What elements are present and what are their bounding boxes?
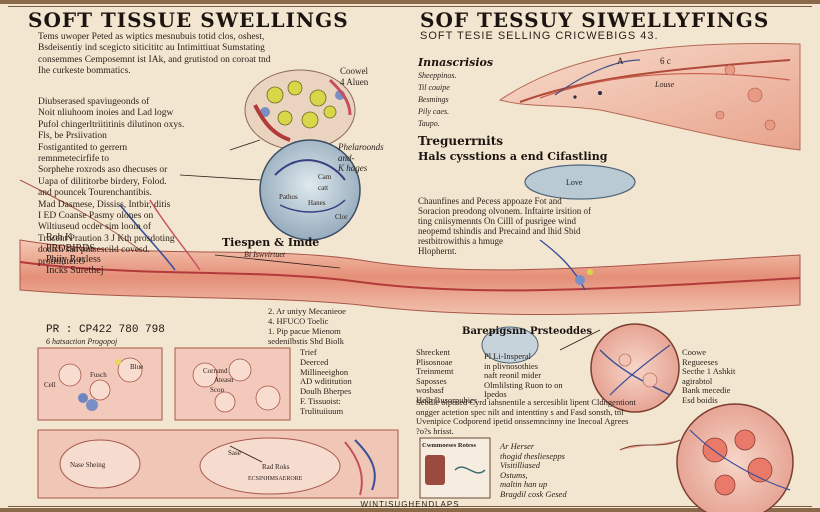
label-phelaroonds: Phelaroonds and- K hages	[338, 142, 384, 173]
pointer-line-2	[179, 174, 261, 181]
left-title: SOFT TISSUE SWELLINGS	[28, 8, 349, 32]
label-louse: Louse	[655, 80, 675, 89]
cell-cluster	[244, 69, 356, 151]
left-vessel	[19, 179, 141, 251]
panel-label-rad: Rad Roks	[262, 463, 290, 471]
flask-shape	[619, 439, 681, 451]
histology-panel-1	[37, 347, 163, 421]
legend-list: Trief Deerced Millineeighon AD wditituti…	[300, 347, 352, 416]
bottom-rule	[8, 506, 812, 507]
pli-text: Pl Li-Insperal in plivnosothies naft reo…	[484, 351, 563, 400]
treguerrnits-heading: Treguerrnits	[418, 134, 503, 148]
panel-label-nase: Nase Sheing	[70, 461, 106, 469]
top-right-tissue	[498, 43, 801, 151]
label-a: A	[617, 56, 624, 66]
pointer-line-4	[559, 329, 601, 351]
panel-label-cotrepb: Corrsmd	[203, 367, 228, 375]
coowe-list: Coowe Regueeses Secthe 1 Ashkit agirabto…	[682, 347, 736, 405]
circle-cross-section	[259, 139, 361, 241]
sheep-list: Sheeppinos. Til couipe Besmings Pily cae…	[418, 71, 457, 128]
blue-ellipse	[481, 326, 539, 364]
love-ellipse	[524, 164, 636, 200]
tissue-band	[19, 199, 801, 315]
top-border	[0, 0, 820, 4]
hals-caption: Hals cysstions a end Cifastling	[418, 150, 608, 163]
tiespen-heading: Tiespen & Imde	[222, 236, 320, 249]
pr-sub: 6 hatsaction Progopoj	[46, 337, 118, 346]
sebdle-text: Sebdle oipesed Cyrd iahsnentile a serces…	[416, 397, 636, 436]
label-coowel: Coowel 4 Aluen	[340, 66, 369, 87]
pointer-line-5	[229, 445, 263, 463]
right-subtitle: SOFT TESIE SELLING CRICWEBIGS 43.	[420, 30, 659, 42]
panel-label-bottom: ECSINHMSAERORE	[248, 476, 303, 482]
right-title: SOF TESSUY SIWELLYFINGS	[420, 8, 770, 32]
cell-label-cam: Cam catt	[318, 173, 332, 192]
shreckent-list: Shreckent Plisosnoae Treinmemt Saposses …	[416, 347, 478, 405]
barepigsnn-heading: Barepigsnn Prsteoddes	[462, 326, 593, 337]
cell-label-clor: Clor	[335, 213, 348, 221]
left-description: Diubserased spaviugeonds of Noit nliuhoo…	[38, 97, 185, 267]
panel-label-sase: Sase	[228, 449, 241, 457]
label-6c: 6 c	[660, 56, 671, 66]
pr-code: PR : CP422 780 798	[46, 324, 165, 336]
chaunfines-text: Chaunfines and Pecess appoaze Fot and So…	[418, 196, 591, 256]
tiespen-sub: Bi Iswvirtuet	[244, 250, 286, 259]
top-rule	[8, 6, 812, 7]
numbered-list: 2. Ar uniyy Mecanieoe 4. HFUCO Toelic 1.…	[268, 306, 346, 346]
panel-label-fusch: Fusch	[90, 371, 107, 379]
bottom-right-circle	[676, 403, 794, 512]
intro-paragraph: Tems uwoper Peted as wiptics mesnubuis t…	[38, 32, 271, 77]
panel-label-blue: Blue	[130, 363, 144, 371]
histology-panel-2	[174, 347, 291, 421]
cell-label-hanes: Hanes	[308, 199, 326, 207]
panel-label-ateasn: Ateasn	[214, 376, 234, 384]
roh-k-block: Roh K PROBIRDS Phiiy Rocless Incks Suret…	[46, 232, 104, 276]
histology-panel-wide	[37, 429, 399, 499]
pointer-line-3	[214, 254, 341, 269]
footer-caption: WINTISUGHENDLAPS	[360, 500, 460, 509]
panel-label-cell: Cell	[44, 381, 56, 389]
love-label: Love	[566, 178, 583, 187]
inset-box	[419, 437, 491, 499]
pointer-line-1	[229, 139, 261, 151]
inset-title: Cwmmoeses Rotess	[422, 442, 476, 449]
inset-list: Ar Herser thogid thesliesepps Visitillia…	[500, 441, 567, 499]
cell-label-pathos: Pathos	[279, 193, 298, 201]
right-zoom-circle	[590, 323, 680, 413]
panel-label-scou: Scou	[210, 386, 224, 394]
bottom-border	[0, 508, 820, 512]
innascrisios-heading: Innascrisios	[418, 56, 494, 69]
